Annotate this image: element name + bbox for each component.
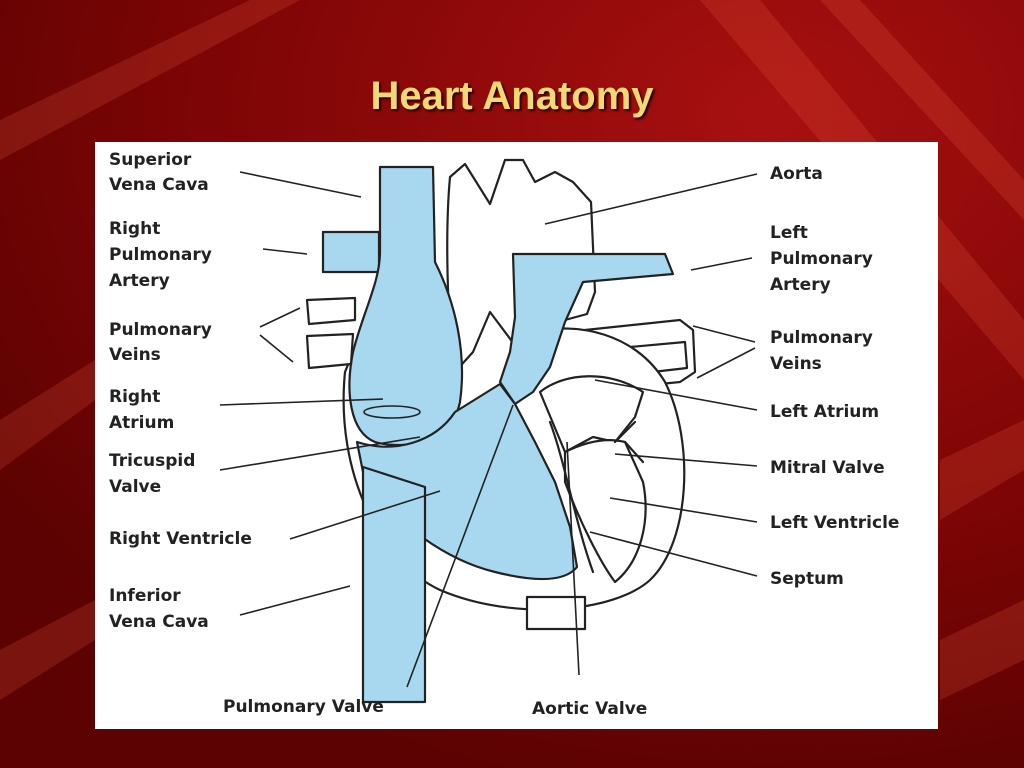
label-aortic-valve: Aortic Valve <box>532 699 647 719</box>
label-pulmonary-veins-right-line2: Veins <box>109 345 161 365</box>
label-left-atrium: Left Atrium <box>770 402 879 422</box>
right-pulmonary-artery-shape <box>321 230 381 274</box>
label-pulmonary-veins-left-line1: Pulmonary <box>770 328 873 348</box>
label-pulmonary-valve-line1: Pulmonary Valve <box>223 697 384 717</box>
label-pulmonary-valve: Pulmonary Valve <box>223 697 384 717</box>
label-right-pulmonary-artery-line1: Right <box>109 219 160 239</box>
label-superior-vena-cava-line1: Superior <box>109 150 192 170</box>
label-superior-vena-cava: Superior Vena Cava <box>109 150 209 195</box>
label-tricuspid-valve-line2: Valve <box>109 477 161 497</box>
label-left-pulmonary-artery-line2: Pulmonary <box>770 249 873 269</box>
label-pulmonary-veins-left-line2: Veins <box>770 354 822 374</box>
label-left-atrium-line1: Left Atrium <box>770 402 879 422</box>
label-left-pulmonary-artery-line1: Left <box>770 223 808 243</box>
label-aorta-line1: Aorta <box>770 164 823 184</box>
heart-diagram: Superior Vena Cava Right Pulmonary Arter… <box>109 150 899 719</box>
label-right-pulmonary-artery-line2: Pulmonary <box>109 245 212 265</box>
label-left-pulmonary-artery: Left Pulmonary Artery <box>770 223 879 295</box>
label-right-atrium-line2: Atrium <box>109 413 174 433</box>
tricuspid-valve-ring <box>363 405 421 419</box>
label-right-atrium-line1: Right <box>109 387 160 407</box>
label-right-pulmonary-artery: Right Pulmonary Artery <box>109 219 218 291</box>
label-superior-vena-cava-line2: Vena Cava <box>109 175 209 195</box>
label-septum-line1: Septum <box>770 569 844 589</box>
label-pulmonary-veins-right: Pulmonary Veins <box>109 320 218 365</box>
leader-lines <box>219 171 758 688</box>
label-right-pulmonary-artery-line3: Artery <box>109 271 170 291</box>
left-ventricle-shape <box>563 438 647 584</box>
label-inferior-vena-cava: Inferior Vena Cava <box>109 586 209 632</box>
label-left-pulmonary-artery-line3: Artery <box>770 275 831 295</box>
superior-vena-cava-shape <box>348 165 464 447</box>
label-inferior-vena-cava-line1: Inferior <box>109 586 181 606</box>
label-right-atrium: Right Atrium <box>109 387 174 433</box>
label-aorta: Aorta <box>770 164 823 184</box>
label-right-ventricle-line1: Right Ventricle <box>109 529 252 549</box>
label-aortic-valve-line1: Aortic Valve <box>532 699 647 719</box>
label-pulmonary-veins-left: Pulmonary Veins <box>770 328 879 374</box>
label-left-ventricle: Left Ventricle <box>770 513 899 533</box>
slide-title: Heart Anatomy <box>370 74 654 118</box>
label-septum: Septum <box>770 569 844 589</box>
mitral-valve-shape <box>613 420 645 464</box>
label-right-ventricle: Right Ventricle <box>109 529 252 549</box>
inferior-vena-cava-shape <box>361 465 427 704</box>
heart-diagram-panel: Superior Vena Cava Right Pulmonary Arter… <box>95 142 938 729</box>
right-pulmonary-veins <box>305 296 357 370</box>
label-tricuspid-valve: Tricuspid Valve <box>109 451 201 497</box>
pulmonary-artery-trunk <box>498 252 675 406</box>
label-mitral-valve-line1: Mitral Valve <box>770 458 885 478</box>
label-pulmonary-veins-right-line1: Pulmonary <box>109 320 212 340</box>
diagram-labels: Superior Vena Cava Right Pulmonary Arter… <box>109 150 899 719</box>
label-mitral-valve: Mitral Valve <box>770 458 885 478</box>
label-tricuspid-valve-line1: Tricuspid <box>109 451 195 471</box>
label-inferior-vena-cava-line2: Vena Cava <box>109 612 209 632</box>
label-left-ventricle-line1: Left Ventricle <box>770 513 899 533</box>
